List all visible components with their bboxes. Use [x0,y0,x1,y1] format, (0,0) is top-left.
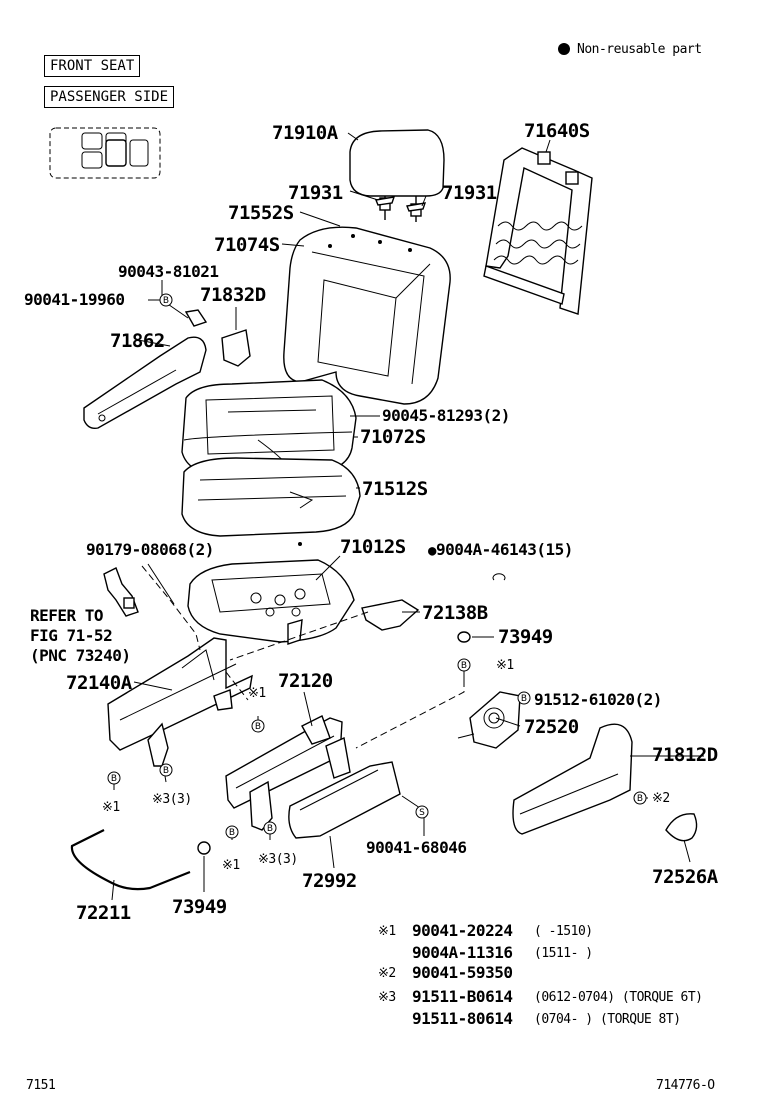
note-2-part[interactable]: 90041-59350 [412,963,513,982]
note-1b-part[interactable]: 9004A-11316 [412,943,513,962]
part-label-recliner[interactable]: 72520 [524,716,579,738]
callout-b: B [255,722,261,732]
mark-3-left: ※3(3) [152,792,192,807]
non-reusable-dot-inline-icon: ● [428,543,436,559]
part-label-back-frame[interactable]: 71640S [524,120,590,142]
part-label-cover-72526a[interactable]: 72526A [652,866,718,888]
part-label-cap-bottom[interactable]: 73949 [172,896,227,918]
assembly-dashed-lines [141,565,465,749]
note-1b-range: (1511- ) [534,946,593,961]
seat-back-shape [283,226,451,405]
part-label-knob[interactable]: 71832D [200,284,266,306]
mark-1-adjuster: ※1 [248,686,266,701]
cushion-pad-shape [181,457,361,546]
vehicle-seat-layout-icon [49,127,161,179]
part-label-adjuster-left[interactable]: 72140A [66,672,132,694]
part-label-bracket[interactable]: 72138B [422,602,488,624]
mark-1-bottom: ※1 [222,858,240,873]
part-label-back-cover[interactable]: 71552S [228,202,294,224]
seat-belt-buckle-shape [103,567,139,617]
cushion-frame-shape [187,559,355,645]
left-adjuster-shape [107,637,253,767]
mark-1-left: ※1 [102,800,120,815]
passenger-side-label: PASSENGER SIDE [44,86,175,108]
right-adjuster-shape [225,715,351,831]
bolt-shape [184,309,208,327]
part-label-rod[interactable]: 72211 [76,902,131,924]
part-label-adjuster-right[interactable]: 72120 [278,670,333,692]
callout-b: B [229,828,235,838]
part-label-screw-90041-68046[interactable]: 90041-68046 [366,838,467,857]
mark-3-bottom: ※3(3) [258,852,298,867]
part-label-cushion-cover[interactable]: 71072S [360,426,426,448]
recliner-shape [457,691,521,749]
headrest-guide-shapes [375,196,427,217]
part-label-cushion-pad[interactable]: 71512S [362,478,428,500]
callout-s: S [419,808,425,818]
non-reusable-dot-icon [558,43,570,55]
refer-line-1[interactable]: REFER TO [30,606,104,625]
cover-72526a-shape [665,813,698,842]
part-label-cushion-frame[interactable]: 71012S [340,536,406,558]
illustration-id: 714776-O [656,1078,715,1093]
note-3b-range: (0704- ) (TORQUE 8T) [534,1012,681,1027]
part-label-outer-shield[interactable]: 71812D [652,744,718,766]
part-label-cover-72992[interactable]: 72992 [302,870,357,892]
headrest-shape [349,129,445,222]
note-1-mark: ※1 [378,924,396,939]
note-1a-range: ( -1510) [534,924,593,939]
note-3a-part[interactable]: 91511-B0614 [412,987,513,1006]
part-label-inner-shield[interactable]: 71862 [110,330,165,352]
note-3b-part[interactable]: 91511-80614 [412,1009,513,1028]
callout-b: B [267,824,273,834]
mark-2-shield: ※2 [652,791,670,806]
mark-1-top: ※1 [496,658,514,673]
inner-shield-shape [83,336,207,430]
part-label-hog-ring[interactable]: 90045-81293(2) [382,406,510,425]
part-label-bolt-91512[interactable]: 91512-61020(2) [534,690,662,709]
callout-b: B [163,296,169,306]
cap-top-shape [457,631,471,643]
part-label-clip-90179[interactable]: 90179-08068(2) [86,540,214,559]
knob-shape [221,329,251,367]
part-label-cap-top[interactable]: 73949 [498,626,553,648]
note-1a-part[interactable]: 90041-20224 [412,921,513,940]
refer-line-3[interactable]: (PNC 73240) [30,646,131,665]
part-label-bolt-90043[interactable]: 90043-81021 [118,262,219,281]
cap-bottom-shape [197,841,211,855]
hog-ring-shape [492,573,506,581]
cover-72992-shape [288,761,401,839]
part-label-guide-left[interactable]: 71931 [288,182,343,204]
part-label-headrest[interactable]: 71910A [272,122,338,144]
callout-b: B [637,794,643,804]
note-3-mark: ※3 [378,990,396,1005]
callout-b: B [163,766,169,776]
part-label-hog-ring-2[interactable]: ●9004A-46143(15) [428,540,573,561]
rod-shape [70,829,191,891]
refer-line-2[interactable]: FIG 71-52 [30,626,113,645]
note-2-mark: ※2 [378,966,396,981]
callout-b: B [461,661,467,671]
callout-b: B [521,694,527,704]
bracket-shape [361,599,420,631]
legend-text: Non-reusable part [577,42,702,57]
callout-circles: B B B B B B B B B S [107,293,647,839]
outer-shield-shape [512,723,633,835]
note-3a-range: (0612-0704) (TORQUE 6T) [534,990,703,1005]
seat-cushion-shape [181,379,357,475]
part-label-guide-right[interactable]: 71931 [442,182,497,204]
callout-b: B [111,774,117,784]
figure-number: 7151 [26,1078,56,1093]
part-label-back-pad[interactable]: 71074S [214,234,280,256]
hog-ring-2-text: 9004A-46143(15) [435,540,574,559]
seat-back-frame-shape [483,147,593,315]
part-label-bolt-90041-19960[interactable]: 90041-19960 [24,290,125,309]
front-seat-label: FRONT SEAT [44,55,141,77]
